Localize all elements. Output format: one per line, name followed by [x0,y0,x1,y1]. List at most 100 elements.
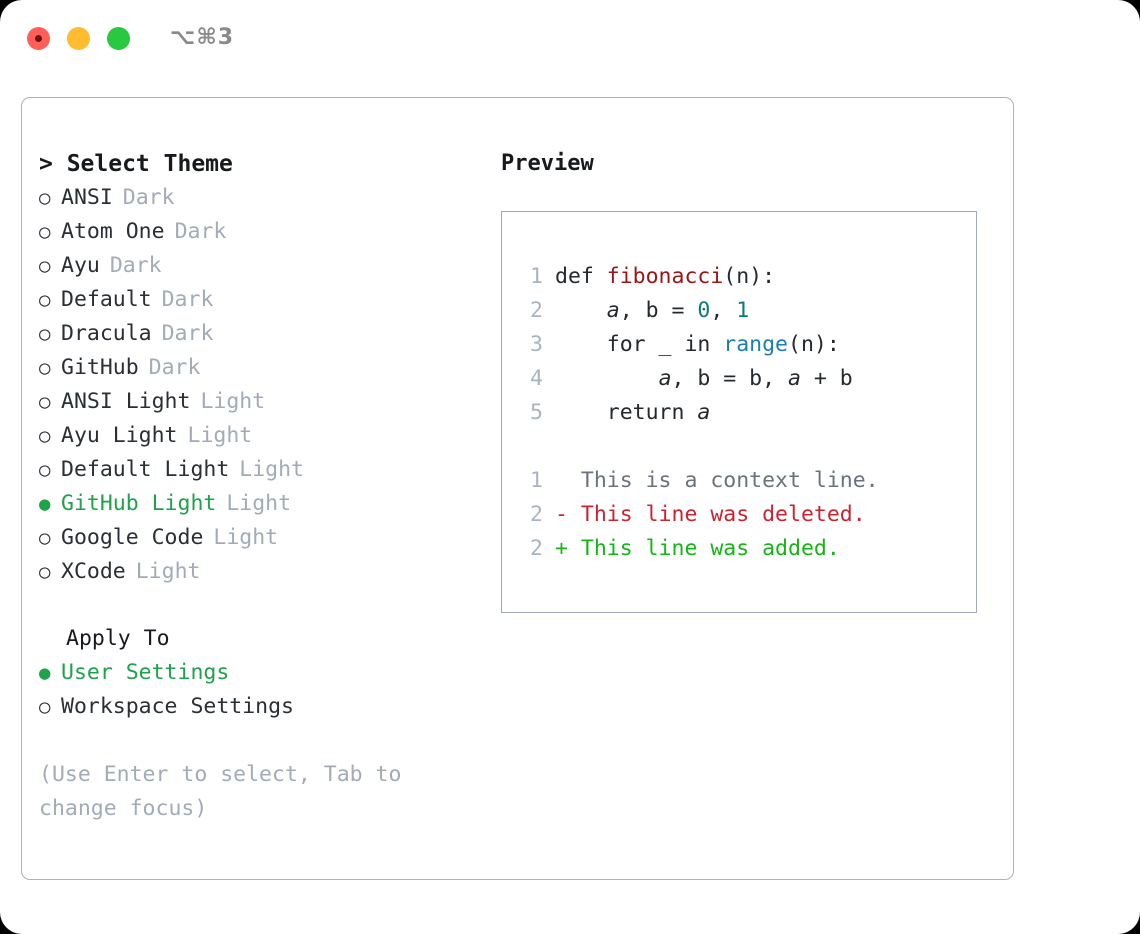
theme-option-label: Ayu Light [61,423,178,448]
radio-unselected-icon: ○ [39,357,51,379]
diff-marker [555,464,568,498]
theme-option-variant-tag: Light [187,423,253,448]
code-line: 4 a, b = b, a + b [517,362,970,396]
code-token-plain: , b = b, [671,366,789,391]
code-token-num: 1 [736,298,750,323]
close-window-button[interactable] [27,27,50,50]
diff-line-add: 2+ This line was added. [517,532,970,566]
code-token-var: a [606,298,620,323]
apply-to-option-label: User Settings [61,660,230,685]
code-token-plain: + b [800,366,853,391]
theme-option-label: Dracula [61,321,152,346]
radio-selected-icon: ● [39,493,51,515]
diff-line-del: 2- This line was deleted. [517,498,970,532]
theme-option-variant-tag: Light [226,491,292,516]
keyboard-shortcut-label: ⌥⌘3 [170,25,235,50]
theme-option-default[interactable]: ○ Default Dark [39,283,484,317]
theme-option-variant-tag: Dark [161,287,214,312]
theme-option-label: Default Light [61,457,230,482]
theme-option-variant-tag: Dark [148,355,201,380]
diff-line-text: This is a context line. [567,468,879,493]
diff-line-number: 1 [530,468,543,493]
apply-to-heading: Apply To [66,626,170,651]
radio-unselected-icon: ○ [39,323,51,345]
code-line-number: 3 [530,332,543,357]
theme-option-variant-tag: Light [239,457,305,482]
code-line-text: a, b = b, a + b [555,362,853,396]
theme-option-variant-tag: Dark [174,219,227,244]
code-token-plain: def [555,264,607,289]
theme-option-default-light[interactable]: ○ Default Light Light [39,453,484,487]
code-token-plain [555,298,607,323]
theme-option-label: Default [61,287,152,312]
theme-option-xcode[interactable]: ○ XCode Light [39,555,484,589]
radio-unselected-icon: ○ [39,527,51,549]
code-line-text: a, b = 0, 1 [555,294,749,328]
minimize-window-button[interactable] [67,27,90,50]
radio-unselected-icon: ○ [39,289,51,311]
code-token-plain: , [710,298,737,323]
theme-option-variant-tag: Light [135,559,201,584]
code-line-number: 2 [530,298,543,323]
apply-to-option-user-settings[interactable]: ● User Settings [39,656,484,690]
code-line-text: return a [555,396,711,430]
code-token-plain: , b = [619,298,698,323]
radio-selected-icon: ● [39,662,51,684]
diff-line-text: This line was added. [567,536,840,561]
diff-line-ctx: 1 This is a context line. [517,464,970,498]
diff-line-text: This line was deleted. [567,502,866,527]
code-line-text: for _ in range(n): [555,328,840,362]
theme-option-variant-tag: Dark [122,185,175,210]
code-token-num: 0 [697,298,711,323]
code-line-text: def fibonacci(n): [555,260,775,294]
radio-unselected-icon: ○ [39,561,51,583]
code-token-plain: for _ in [555,332,724,357]
traffic-light-buttons [27,27,130,50]
diff-marker: - [555,502,568,527]
code-token-plain [555,366,659,391]
theme-option-label: XCode [61,559,126,584]
radio-unselected-icon: ○ [39,221,51,243]
code-line: 5 return a [517,396,970,430]
radio-unselected-icon: ○ [39,696,51,718]
code-token-var: a [788,366,801,391]
apply-to-option-workspace-settings[interactable]: ○Workspace Settings [39,690,484,724]
radio-unselected-icon: ○ [39,425,51,447]
code-token-var: a [658,366,672,391]
theme-option-label: Google Code [61,525,204,550]
theme-option-variant-tag: Light [200,389,266,414]
theme-option-ayu-light[interactable]: ○ Ayu Light Light [39,419,484,453]
code-token-plain: (n): [788,332,840,357]
code-token-var: a [697,400,711,425]
diff-line-number: 2 [530,536,543,561]
theme-option-variant-tag: Dark [109,253,162,278]
code-token-plain: (n): [723,264,776,289]
apply-to-option-list[interactable]: ● User Settings ○Workspace Settings [39,656,484,724]
code-line: 3 for _ in range(n): [517,328,970,362]
theme-option-label: ANSI [61,185,113,210]
radio-unselected-icon: ○ [39,459,51,481]
maximize-window-button[interactable] [107,27,130,50]
theme-option-label: Ayu [61,253,100,278]
code-line-number: 4 [530,366,543,391]
select-theme-heading: > Select Theme [39,151,233,177]
title-bar: ⌥⌘3 [0,0,1140,78]
code-line-number: 1 [530,264,543,289]
diff-sample: 1 This is a context line.2- This line wa… [517,464,970,566]
